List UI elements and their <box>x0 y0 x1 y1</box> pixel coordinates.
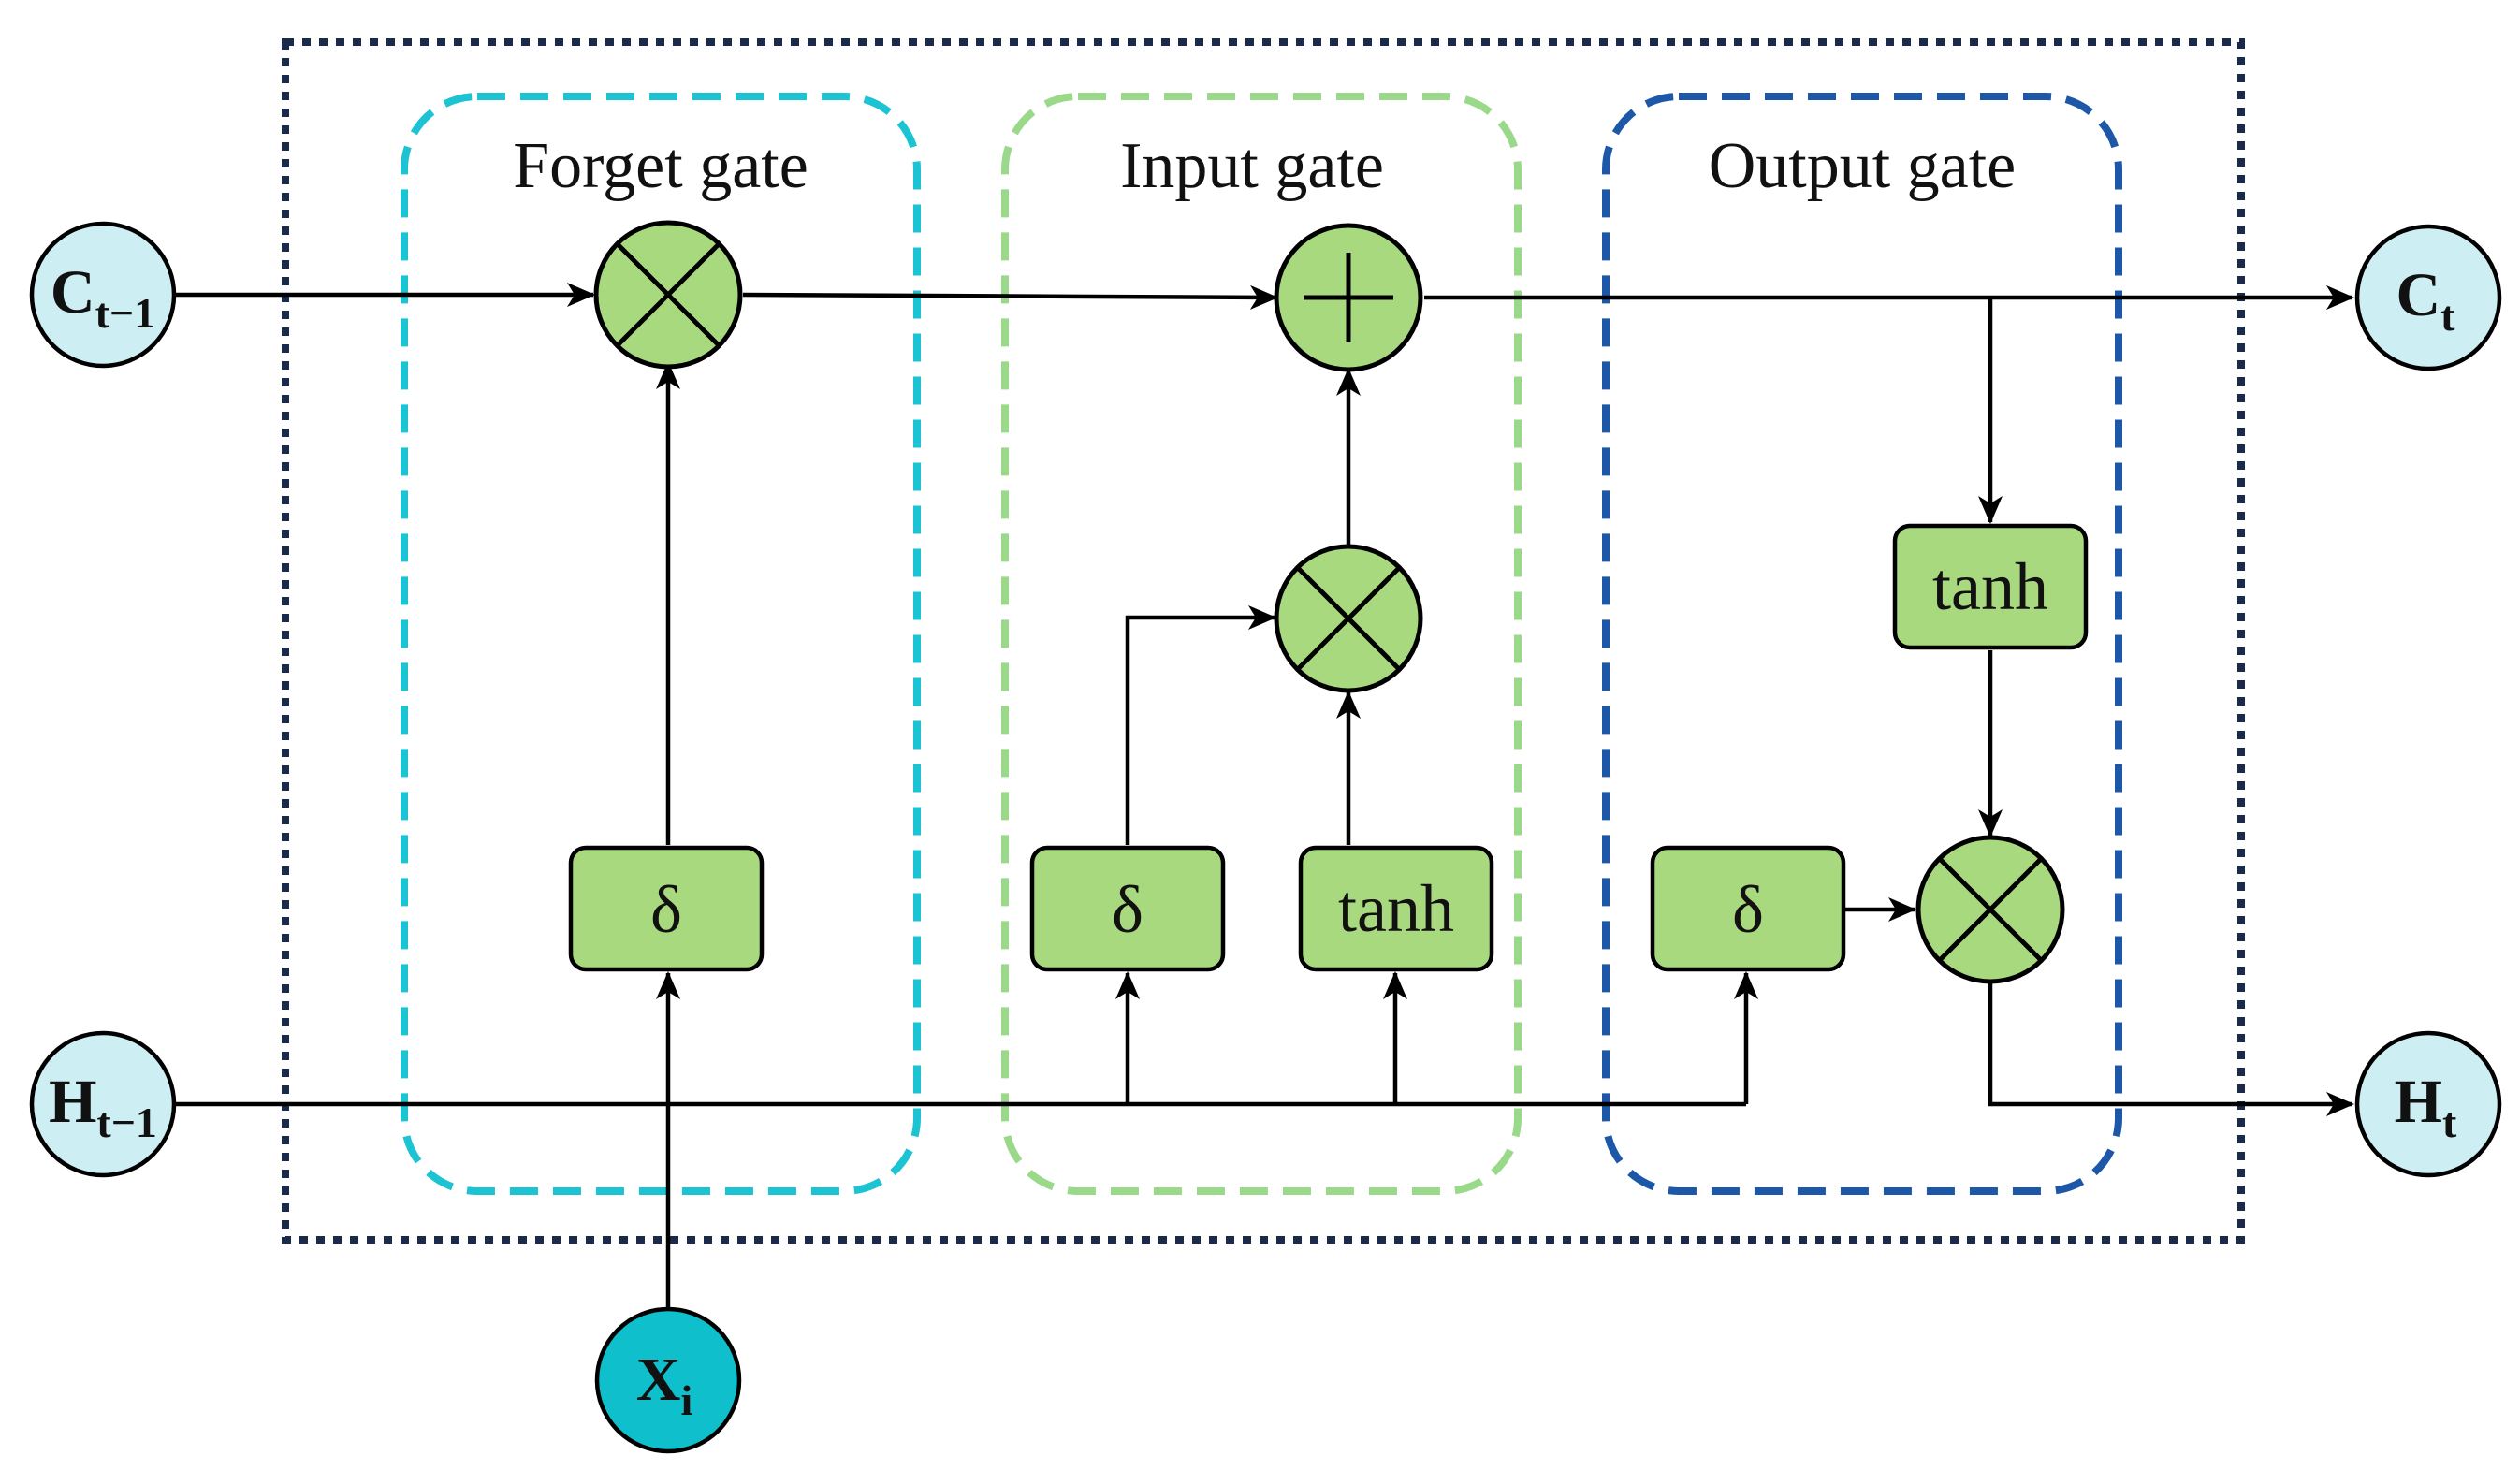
forget-multiply-op <box>593 220 743 370</box>
forget-sigma-box: δ <box>568 845 765 972</box>
c-prev-node: Ct−1 <box>29 221 177 369</box>
h-prev-node: Ht−1 <box>29 1030 177 1178</box>
output-sigma-label: δ <box>1732 872 1764 947</box>
input-sigma-box: δ <box>1029 845 1226 972</box>
output-tanh-box: tanh <box>1892 523 2089 650</box>
c-next-sub: t <box>2440 292 2455 340</box>
output-gate-title: Output gate <box>1709 130 2017 202</box>
lstm-cell-border <box>282 38 2245 1244</box>
c-prev-sub: t−1 <box>95 289 156 337</box>
h-prev-main: H <box>49 1068 96 1136</box>
c-next-node: Ct <box>2354 224 2502 371</box>
output-multiply-op <box>1915 835 2065 984</box>
input-sigma-label: δ <box>1112 872 1143 947</box>
input-multiply-op <box>1274 544 1423 693</box>
wire-output-mult-to-h-next <box>1988 983 2354 1116</box>
c-next-main: C <box>2396 261 2441 329</box>
x-input-main: X <box>636 1346 681 1414</box>
input-gate-title: Input gate <box>1120 130 1384 202</box>
forget-gate-title: Forget gate <box>513 130 808 202</box>
cell-add-op <box>1274 223 1423 372</box>
svg-text:Ht−1: Ht−1 <box>49 1068 157 1146</box>
output-tanh-label: tanh <box>1932 549 2048 624</box>
output-sigma-box: δ <box>1650 845 1846 972</box>
h-next-sub: t <box>2442 1099 2457 1146</box>
c-prev-main: C <box>51 258 95 327</box>
x-input-sub: i <box>680 1376 692 1424</box>
output-gate-region <box>1602 93 2122 1195</box>
svg-text:Ct: Ct <box>2396 261 2456 340</box>
h-prev-sub: t−1 <box>96 1099 157 1146</box>
forget-gate-region <box>401 93 921 1195</box>
forget-sigma-label: δ <box>650 872 682 947</box>
input-gate-region <box>1001 93 1522 1195</box>
input-tanh-label: tanh <box>1338 871 1454 946</box>
wire-input-sigma-to-mult <box>1125 605 1276 845</box>
h-next-node: Ht <box>2354 1030 2502 1178</box>
h-next-main: H <box>2395 1068 2442 1136</box>
wire-forget-mult-to-add <box>742 284 1278 310</box>
input-tanh-box: tanh <box>1298 845 1494 972</box>
x-input-node: Xi <box>594 1306 742 1454</box>
svg-text:Ht: Ht <box>2395 1068 2457 1146</box>
svg-text:Ct−1: Ct−1 <box>51 258 155 337</box>
svg-text:Xi: Xi <box>636 1346 693 1424</box>
